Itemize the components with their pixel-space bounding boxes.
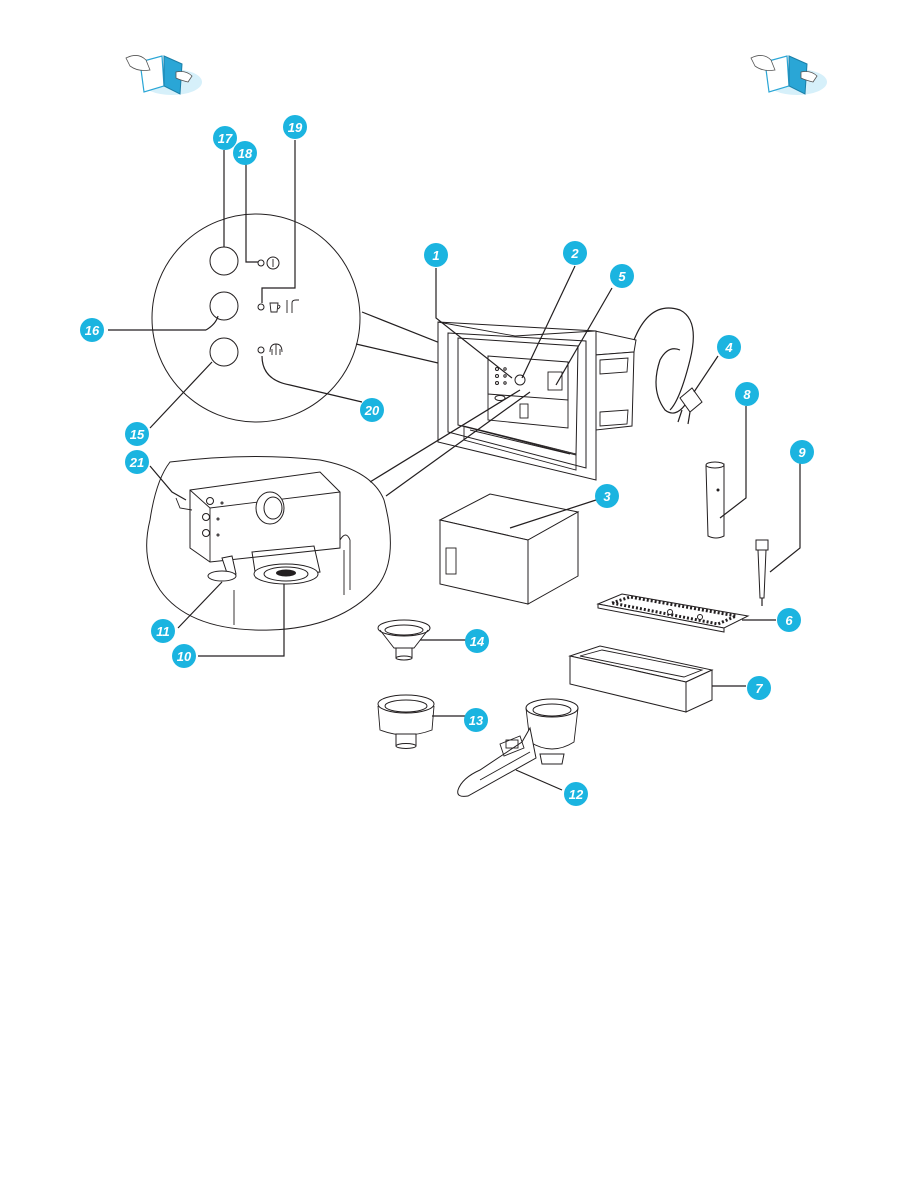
callout-5: 5 [610,264,634,288]
filter-two-cups [378,695,466,749]
callout-18: 18 [233,141,257,165]
callout-15: 15 [125,422,149,446]
svg-text:1: 1 [432,248,439,263]
svg-text:12: 12 [569,787,584,802]
steam-symbol-icon [270,344,282,355]
callout-2: 2 [563,241,587,265]
coffee-button [210,292,238,320]
water-tank [440,494,596,604]
filter-one-cup [378,620,466,660]
book-reading-icon [126,55,202,95]
svg-text:9: 9 [798,445,806,460]
svg-text:20: 20 [364,403,380,418]
svg-text:2: 2 [570,246,579,261]
svg-text:5: 5 [618,269,626,284]
svg-text:6: 6 [785,613,793,628]
drip-tray [570,646,746,712]
svg-text:17: 17 [218,131,233,146]
power-button [210,247,238,275]
callout-10: 10 [172,644,196,668]
callout-3: 3 [595,484,619,508]
svg-text:11: 11 [156,624,170,639]
callout-1: 1 [424,243,448,267]
callout-19: 19 [283,115,307,139]
svg-text:8: 8 [743,387,751,402]
callout-12: 12 [564,782,588,806]
svg-text:19: 19 [288,120,303,135]
steam-indicator-light [258,347,264,353]
callout-4: 4 [717,335,741,359]
svg-text:7: 7 [755,681,763,696]
svg-text:10: 10 [177,649,192,664]
callout-14: 14 [465,629,489,653]
drip-grid [598,594,776,632]
coffee-cup-symbol-icon [270,300,299,313]
power-cord [634,308,702,424]
steam-button [210,338,238,366]
callout-7: 7 [747,676,771,700]
callout-16: 16 [80,318,104,342]
svg-text:3: 3 [603,489,611,504]
svg-text:16: 16 [85,323,100,338]
svg-text:4: 4 [724,340,733,355]
callout-13: 13 [464,708,488,732]
callout-8: 8 [735,382,759,406]
steam-tube [756,462,800,606]
svg-text:21: 21 [129,455,144,470]
control-panel-detail [152,214,360,422]
svg-text:15: 15 [130,427,145,442]
callout-9: 9 [790,440,814,464]
cappuccino-tube [706,406,746,538]
svg-text:18: 18 [238,146,253,161]
coffee-indicator-light [258,304,264,310]
svg-text:13: 13 [469,713,484,728]
callout-20: 20 [360,398,384,422]
svg-text:14: 14 [470,634,485,649]
callout-6: 6 [777,608,801,632]
callout-11: 11 [151,619,175,643]
power-indicator-light [258,260,264,266]
callout-21: 21 [125,450,149,474]
callout-17: 17 [213,126,237,150]
book-reading-icon [751,55,827,95]
